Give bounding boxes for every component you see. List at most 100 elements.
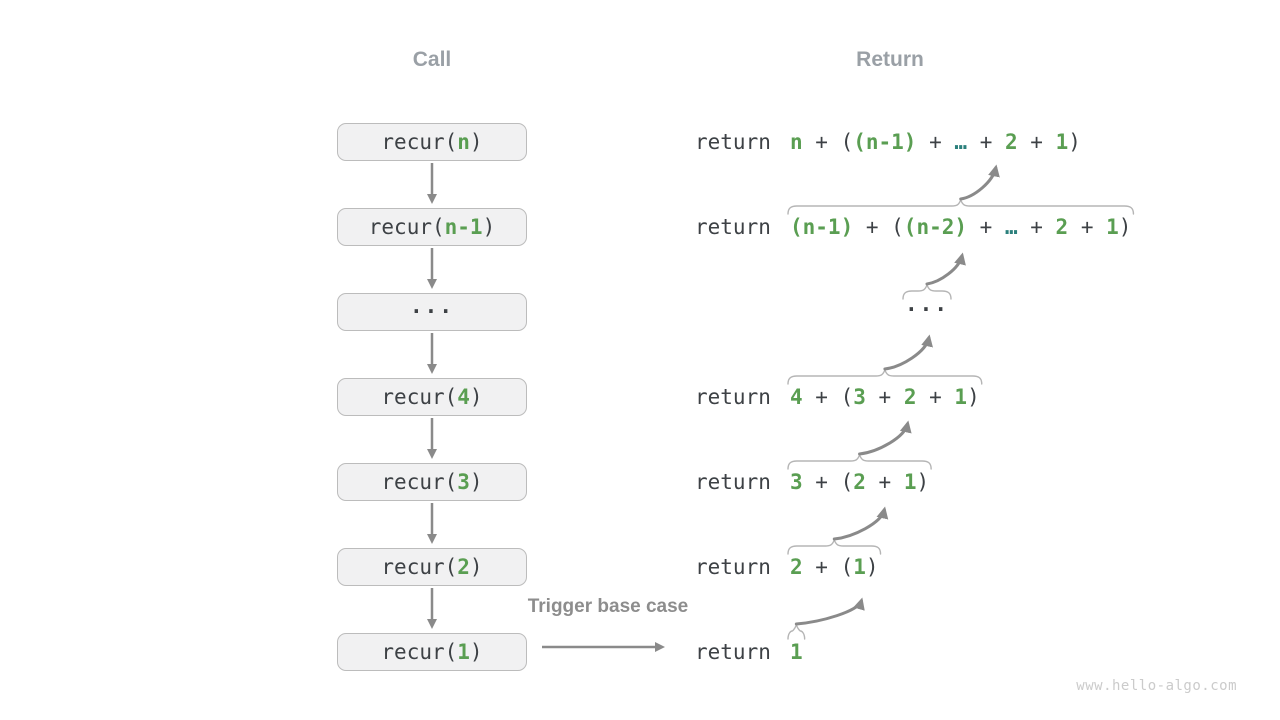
code-segment: recur( xyxy=(381,385,458,409)
return-expression: 4 + (3 + 2 + 1) xyxy=(790,385,980,409)
return-keyword: return xyxy=(695,385,771,409)
call-column-header: Call xyxy=(412,48,452,71)
call-box: recur(4) xyxy=(337,378,527,416)
call-box: recur(1) xyxy=(337,633,527,671)
return-flow-arrow xyxy=(959,164,1000,201)
return-value-brace xyxy=(787,368,983,385)
code-segment: ) xyxy=(1118,215,1132,239)
return-keyword: return xyxy=(695,640,771,664)
code-segment: + xyxy=(916,385,955,409)
code-segment: 2 xyxy=(790,555,803,579)
return-flow-arrow xyxy=(883,334,933,371)
code-segment: 1 xyxy=(853,555,866,579)
code-segment: 2 xyxy=(457,555,470,579)
code-segment: ) xyxy=(469,470,483,494)
code-segment: 1 xyxy=(790,640,803,664)
code-segment: n xyxy=(457,130,470,154)
code-segment: + ( xyxy=(853,215,904,239)
code-segment: 1 xyxy=(954,385,968,409)
return-expression: 3 + (2 + 1) xyxy=(790,470,929,494)
ellipsis: ... xyxy=(905,292,949,316)
code-segment: ) xyxy=(482,215,496,239)
return-flow-arrow xyxy=(925,252,966,286)
code-segment: ) xyxy=(916,470,930,494)
code-segment: + xyxy=(916,130,955,154)
call-box: recur(n-1) xyxy=(337,208,527,246)
code-segment: 2 xyxy=(903,385,917,409)
code-segment: ) xyxy=(469,385,483,409)
code-segment: recur( xyxy=(381,555,458,579)
code-segment: 1 xyxy=(457,640,470,664)
return-expression: (n-1) + ((n-2) + … + 2 + 1) xyxy=(790,215,1131,239)
code-segment: 2 xyxy=(1004,130,1018,154)
code-segment: n-1 xyxy=(444,215,483,239)
return-line: return (n-1) + ((n-2) + … + 2 + 1) xyxy=(695,213,1131,241)
code-segment: (n-1) xyxy=(853,130,917,154)
return-expression: n + ((n-1) + … + 2 + 1) xyxy=(790,130,1081,154)
code-segment: 3 xyxy=(790,470,803,494)
return-keyword: return xyxy=(695,470,771,494)
code-segment: 1 xyxy=(903,470,917,494)
code-segment: … xyxy=(954,130,968,154)
code-segment: ) xyxy=(469,555,483,579)
code-segment: ) xyxy=(865,555,879,579)
return-value-brace xyxy=(787,623,806,640)
return-column-header: Return xyxy=(856,48,924,71)
code-segment: + xyxy=(1017,215,1056,239)
code-segment: + xyxy=(967,215,1005,239)
code-segment: 1 xyxy=(1106,215,1119,239)
return-line: return 4 + (3 + 2 + 1) xyxy=(695,383,980,411)
code-segment: 3 xyxy=(457,470,470,494)
return-flow-arrow xyxy=(794,597,865,626)
code-segment: + xyxy=(865,385,904,409)
code-segment: (n-1) xyxy=(790,215,854,239)
code-segment: + xyxy=(967,130,1005,154)
code-segment: ) xyxy=(967,385,980,409)
return-keyword: return xyxy=(695,130,771,154)
return-value-brace xyxy=(787,198,1135,215)
ellipsis: ... xyxy=(410,294,454,318)
return-expression: 2 + (1) xyxy=(790,555,879,579)
code-segment: recur( xyxy=(381,470,458,494)
return-line: return 3 + (2 + 1) xyxy=(695,468,929,496)
call-box-ellipsis: ... xyxy=(337,293,527,331)
code-segment: recur( xyxy=(381,130,458,154)
code-segment: + ( xyxy=(802,470,854,494)
return-keyword: return xyxy=(695,215,771,239)
return-flow-arrow xyxy=(832,506,889,541)
trigger-base-case-label: Trigger base case xyxy=(527,596,689,617)
return-line: return 1 xyxy=(695,638,803,666)
code-segment: 3 xyxy=(853,385,866,409)
return-value-brace xyxy=(787,538,882,555)
code-segment: 1 xyxy=(1055,130,1069,154)
code-segment: 4 xyxy=(790,385,803,409)
code-segment: + ( xyxy=(802,130,854,154)
code-segment: recur( xyxy=(381,640,458,664)
code-segment: (n-2) xyxy=(903,215,968,239)
call-box: recur(2) xyxy=(337,548,527,586)
return-expression: 1 xyxy=(790,640,803,664)
code-segment: recur( xyxy=(368,215,445,239)
return-flow-arrow xyxy=(858,420,912,456)
code-segment: … xyxy=(1004,215,1018,239)
code-segment: + xyxy=(1017,130,1056,154)
code-segment: 2 xyxy=(853,470,866,494)
code-segment: + xyxy=(865,470,904,494)
return-keyword: return xyxy=(695,555,771,579)
code-segment: 2 xyxy=(1055,215,1069,239)
code-segment: + ( xyxy=(802,385,854,409)
code-segment: ) xyxy=(469,640,483,664)
code-segment: + ( xyxy=(802,555,854,579)
code-segment: ) xyxy=(1068,130,1081,154)
code-segment: ) xyxy=(469,130,483,154)
call-box: recur(3) xyxy=(337,463,527,501)
call-box: recur(n) xyxy=(337,123,527,161)
watermark: www.hello-algo.com xyxy=(1076,678,1237,694)
code-segment: 4 xyxy=(457,385,470,409)
return-ellipsis: ... xyxy=(905,292,949,326)
return-line: return 2 + (1) xyxy=(695,553,879,581)
code-segment: n xyxy=(790,130,803,154)
code-segment: + xyxy=(1068,215,1107,239)
